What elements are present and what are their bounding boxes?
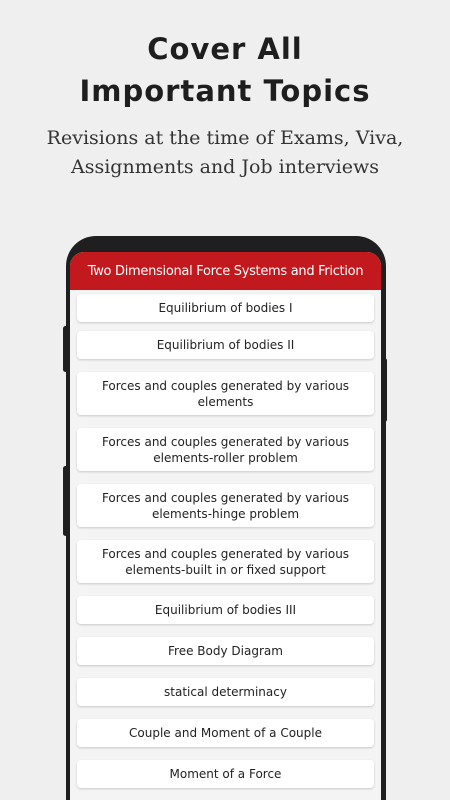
promo-title-line2: Important Topics — [79, 74, 371, 108]
topic-item-equilibrium-3[interactable]: Equilibrium of bodies III — [77, 596, 374, 624]
topic-item-roller-problem[interactable]: Forces and couples generated by various … — [77, 428, 374, 471]
phone-side-button — [63, 466, 68, 536]
topic-item-hinge-problem[interactable]: Forces and couples generated by various … — [77, 484, 374, 527]
promo-title-line1: Cover All — [147, 32, 303, 66]
topic-item-fixed-support[interactable]: Forces and couples generated by various … — [77, 540, 374, 583]
topic-item-free-body-diagram[interactable]: Free Body Diagram — [77, 637, 374, 665]
phone-power-button — [382, 358, 387, 422]
topic-item-equilibrium-1[interactable]: Equilibrium of bodies I — [77, 294, 374, 322]
topic-item-statical-determinacy[interactable]: statical determinacy — [77, 678, 374, 706]
promo-subtitle-line2: Assignments and Job interviews — [71, 156, 379, 178]
topic-item-moment-of-force[interactable]: Moment of a Force — [77, 760, 374, 788]
topic-item-forces-couples[interactable]: Forces and couples generated by various … — [77, 372, 374, 415]
topic-item-couple-moment[interactable]: Couple and Moment of a Couple — [77, 719, 374, 747]
phone-volume-button — [63, 326, 68, 372]
promo-subtitle-line1: Revisions at the time of Exams, Viva, — [46, 127, 404, 149]
app-header: Two Dimensional Force Systems and Fricti… — [70, 252, 381, 290]
promo-title: Cover All Important Topics — [0, 28, 450, 112]
topic-item-equilibrium-2[interactable]: Equilibrium of bodies II — [77, 331, 374, 359]
promo-subtitle: Revisions at the time of Exams, Viva, As… — [0, 124, 450, 182]
phone-screen: Two Dimensional Force Systems and Fricti… — [70, 252, 381, 800]
